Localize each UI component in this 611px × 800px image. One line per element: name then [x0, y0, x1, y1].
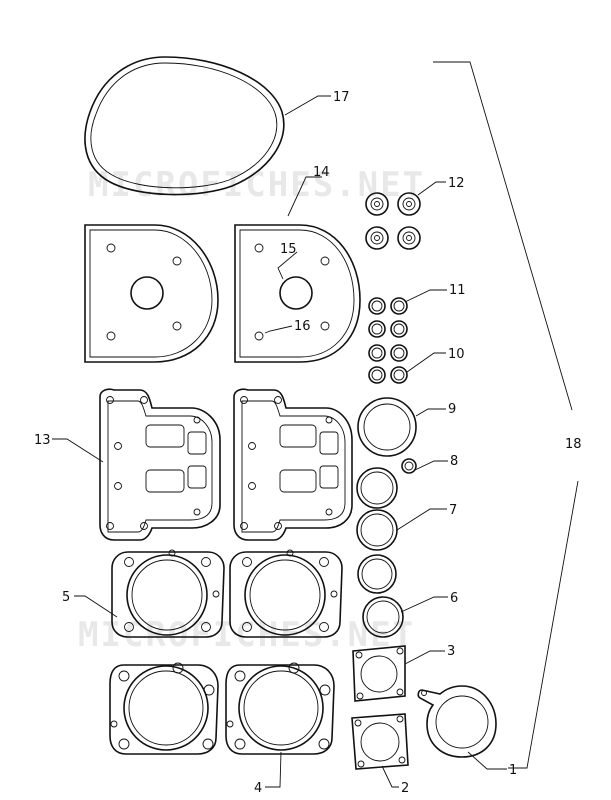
callout-14: 14 — [313, 165, 330, 180]
callout-18: 18 — [565, 437, 582, 452]
part-2-square-gasket[interactable] — [351, 713, 409, 770]
watermark-bottom: MICROFICHES.NET — [78, 615, 415, 655]
part-13-rocker-gasket-left[interactable] — [99, 388, 221, 541]
callout-2: 2 — [401, 781, 409, 796]
part-6-rings[interactable] — [357, 554, 404, 638]
kit-bracket-18 — [433, 61, 579, 769]
part-4-head-gasket-right[interactable] — [225, 662, 335, 755]
part-14-cover-gasket-right[interactable] — [234, 224, 361, 363]
callout-13: 13 — [34, 433, 51, 448]
callout-10: 10 — [448, 347, 465, 362]
part-17-air-cleaner-seal[interactable] — [84, 56, 285, 196]
callout-12: 12 — [448, 176, 465, 191]
callout-8: 8 — [450, 454, 458, 469]
part-3-square-gasket[interactable] — [352, 645, 406, 702]
part-10-o-rings[interactable] — [368, 344, 408, 384]
callout-16: 16 — [294, 319, 311, 334]
callout-11: 11 — [449, 283, 466, 298]
callout-9: 9 — [448, 402, 456, 417]
callout-15: 15 — [280, 242, 297, 257]
part-14-cover-gasket-left[interactable] — [84, 224, 219, 363]
part-4-head-gasket-left[interactable] — [109, 662, 219, 755]
part-9-ring[interactable] — [357, 397, 417, 457]
callout-4: 4 — [254, 781, 262, 796]
part-1-round-gasket[interactable] — [417, 685, 497, 758]
part-11-o-rings[interactable] — [368, 297, 408, 338]
part-12-seals[interactable] — [365, 192, 421, 250]
callout-1: 1 — [509, 763, 517, 778]
callout-7: 7 — [449, 503, 457, 518]
part-8-small-ring[interactable] — [401, 458, 417, 474]
part-13-rocker-gasket-right[interactable] — [233, 388, 353, 541]
part-7-rings[interactable] — [356, 467, 398, 551]
callout-3: 3 — [447, 644, 455, 659]
callout-leaders — [52, 95, 507, 788]
part-5-cylinder-gasket-right[interactable] — [229, 549, 343, 638]
part-5-cylinder-gasket-left[interactable] — [111, 549, 225, 638]
callout-6: 6 — [450, 591, 458, 606]
callout-17: 17 — [333, 90, 350, 105]
callout-5: 5 — [62, 590, 70, 605]
